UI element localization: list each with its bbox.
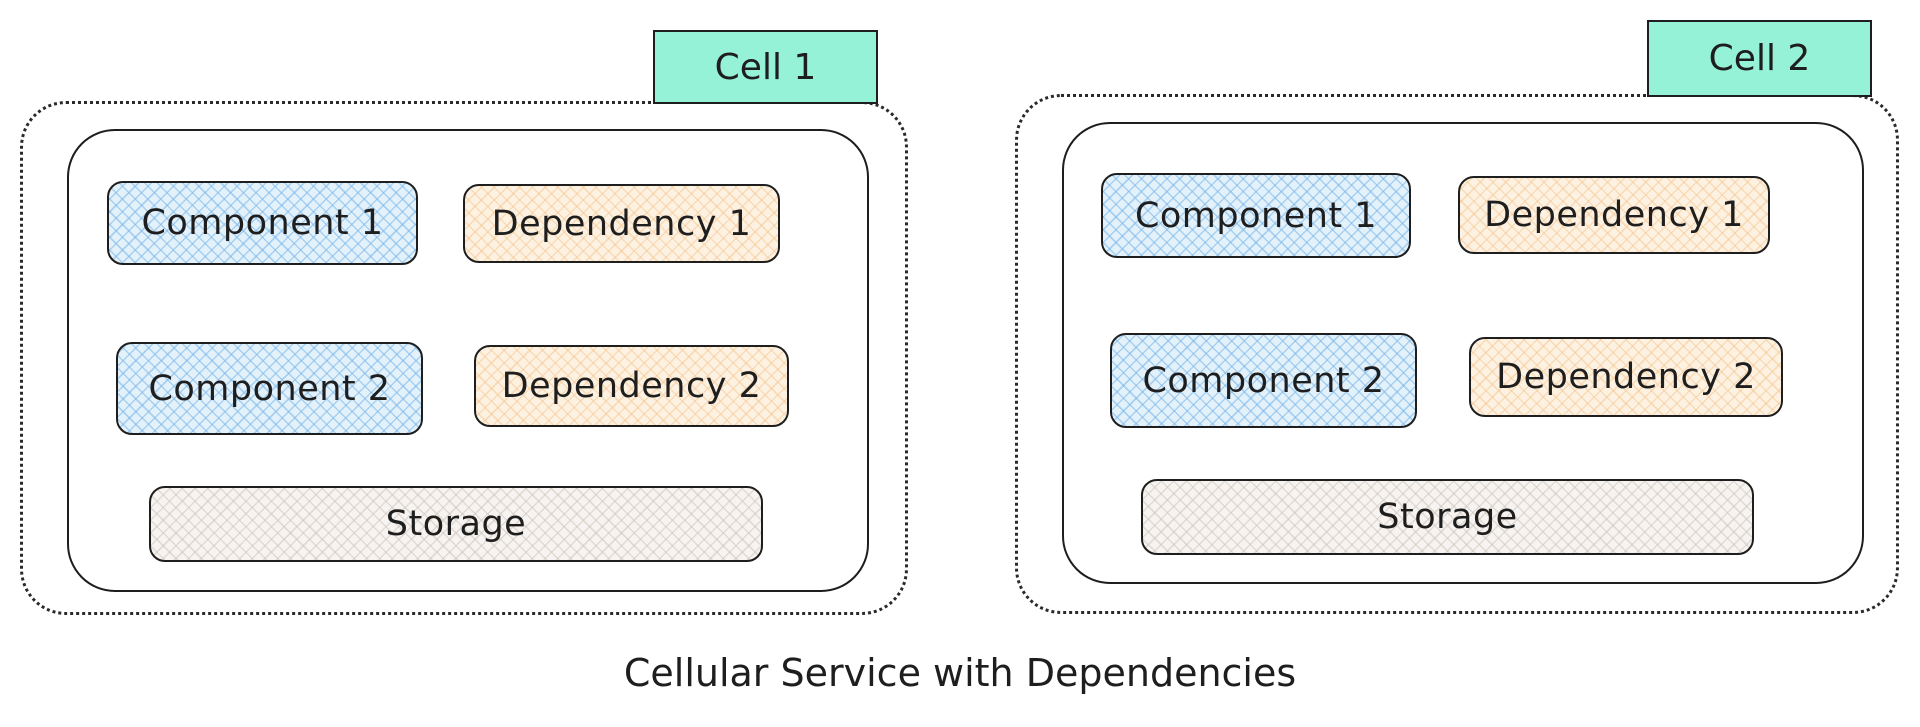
cell-1-label-text: Cell 1	[714, 46, 817, 88]
cell-2-component-1[interactable]: Component 1	[1101, 173, 1411, 258]
cell-1-component-2[interactable]: Component 2	[116, 342, 423, 435]
cell-1-component-1[interactable]: Component 1	[107, 181, 418, 265]
cell-1-component-2-text: Component 2	[148, 368, 391, 409]
cell-2-storage-text: Storage	[1377, 497, 1518, 537]
cell-1-dependency-2-text: Dependency 2	[501, 366, 762, 406]
cell-1-dependency-1[interactable]: Dependency 1	[463, 184, 780, 263]
cell-2-dependency-1[interactable]: Dependency 1	[1458, 176, 1770, 254]
cell-2-dependency-2[interactable]: Dependency 2	[1469, 337, 1783, 417]
cell-2-boundary	[1015, 94, 1899, 614]
cell-1-component-1-text: Component 1	[141, 203, 384, 243]
diagram-caption: Cellular Service with Dependencies	[560, 651, 1360, 707]
cell-2-label[interactable]: Cell 2	[1647, 20, 1872, 97]
cell-2-component-2-text: Component 2	[1142, 360, 1385, 401]
cell-1-label[interactable]: Cell 1	[653, 30, 878, 104]
cell-2-label-text: Cell 2	[1708, 38, 1811, 79]
cell-2-component-1-text: Component 1	[1134, 195, 1378, 236]
cell-2-dependency-2-text: Dependency 2	[1496, 357, 1756, 397]
cell-1-storage-text: Storage	[385, 504, 527, 544]
cell-1-storage[interactable]: Storage	[149, 486, 763, 562]
cell-1-dependency-2[interactable]: Dependency 2	[474, 345, 789, 427]
cell-2-component-2[interactable]: Component 2	[1110, 333, 1417, 428]
cell-1-dependency-1-text: Dependency 1	[491, 203, 752, 244]
cell-1-boundary	[20, 101, 908, 615]
diagram-caption-text: Cellular Service with Dependencies	[623, 651, 1297, 695]
cell-2-storage[interactable]: Storage	[1141, 479, 1754, 555]
cell-2-dependency-1-text: Dependency 1	[1484, 195, 1744, 235]
